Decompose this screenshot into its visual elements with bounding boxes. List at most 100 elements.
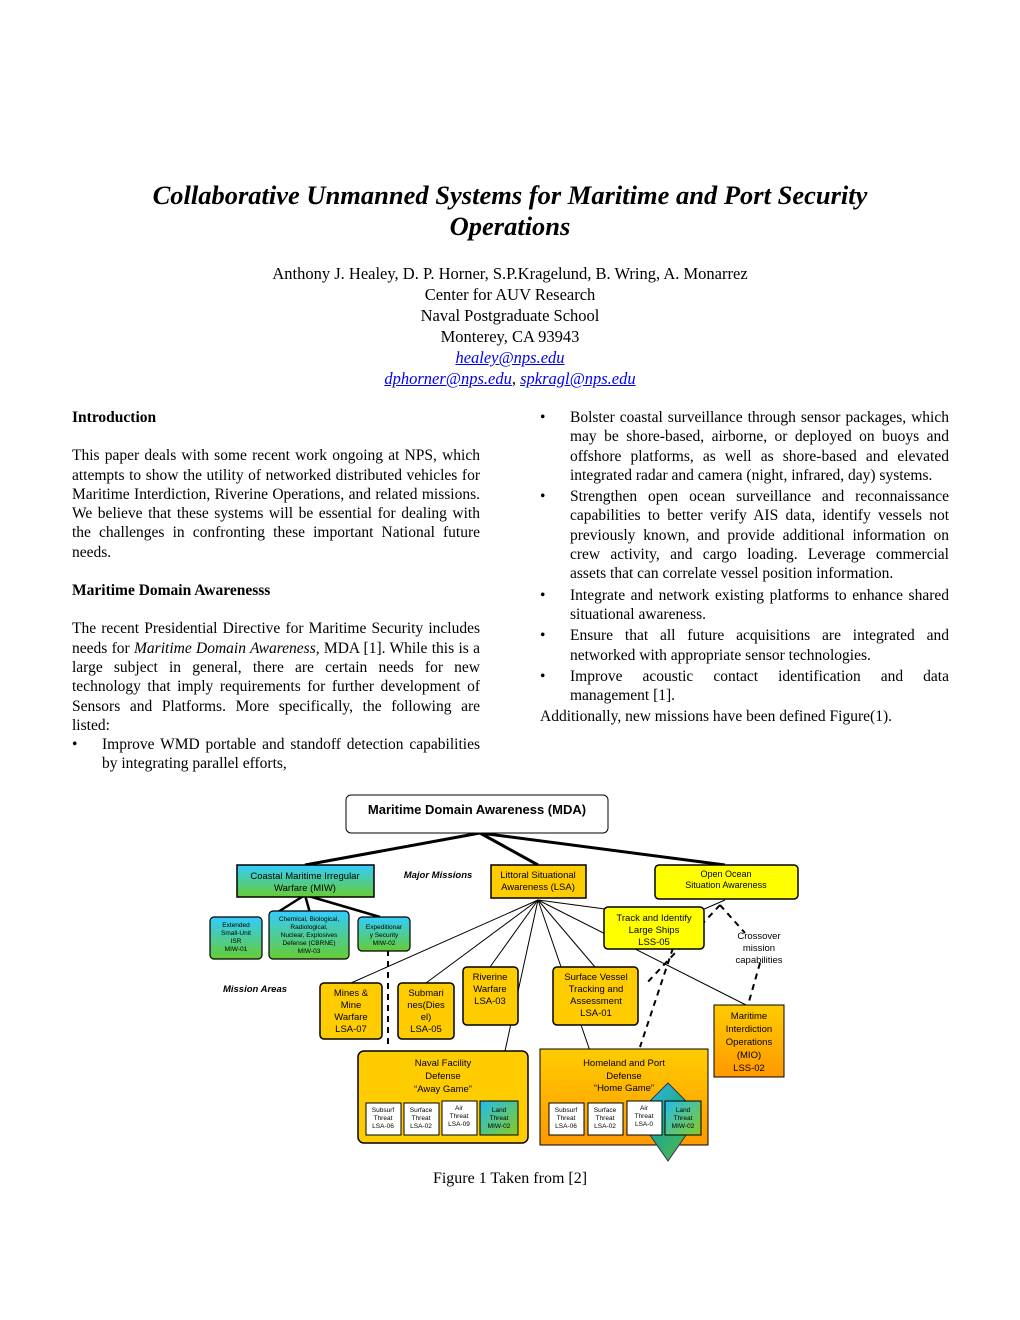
svg-text:Chemical, Biological,: Chemical, Biological,	[279, 916, 340, 923]
lsa07-node-box	[319, 982, 383, 1040]
svg-text:Radiological,: Radiological,	[290, 924, 327, 931]
list-item: •Strengthen open ocean surveillance and …	[540, 487, 949, 583]
lss05-node-box	[603, 906, 705, 950]
svg-text:LSA-06: LSA-06	[555, 1123, 577, 1130]
miw03-node-box	[268, 910, 350, 960]
home-threat-boxes	[548, 1100, 702, 1136]
oosa-node-box	[654, 864, 799, 900]
lsa-node-label-2: Awareness (LSA)	[501, 882, 575, 893]
major-missions-label: Major Missions	[404, 870, 473, 881]
lsa07-node-text: Mines & Mine Warfare LSA-07	[334, 988, 369, 1035]
paragraph-mda-part1: The recent Presidential Directive for Ma…	[72, 620, 480, 657]
left-column: Introduction This paper deals with some …	[72, 408, 480, 774]
email-link-horner[interactable]: dphorner@nps.edu	[384, 369, 512, 388]
svg-text:Assessment: Assessment	[570, 996, 622, 1007]
bullet-icon: •	[540, 586, 546, 604]
title-line-1: Collaborative Unmanned Systems for Marit…	[152, 180, 868, 210]
svg-text:LSS-02: LSS-02	[733, 1063, 765, 1074]
crossover-dashed-lines	[387, 904, 761, 1048]
lsa-node-box	[490, 864, 587, 899]
lsa01-node-text: Surface Vessel Tracking and Assessment L…	[564, 972, 627, 1019]
svg-text:el): el)	[421, 1012, 432, 1023]
svg-text:ISR: ISR	[231, 938, 242, 945]
crossover-label: Crossover mission capabilities	[736, 931, 783, 966]
affiliation-address: Monterey, CA 93943	[440, 327, 580, 346]
svg-text:Large Ships: Large Ships	[629, 925, 680, 936]
svg-text:Air: Air	[455, 1105, 464, 1112]
svg-text:“Away Game”: “Away Game”	[414, 1084, 472, 1095]
svg-text:MIW-02: MIW-02	[488, 1123, 511, 1130]
svg-text:Surface: Surface	[410, 1107, 433, 1114]
svg-text:LSA-05: LSA-05	[410, 1024, 442, 1035]
mio-node-text: Maritime Interdiction Operations (MIO) L…	[726, 1011, 773, 1074]
email-link-healey[interactable]: healey@nps.edu	[455, 348, 565, 367]
list-item: •Bolster coastal surveillance through se…	[540, 408, 949, 485]
root-node-label: Maritime Domain Awareness (MDA)	[368, 802, 586, 817]
miw-node-label-1: Coastal Maritime Irregular	[250, 871, 359, 882]
bullet-icon: •	[72, 736, 78, 754]
miw-node-box	[236, 864, 375, 898]
email-link-kragelund[interactable]: spkragl@nps.edu	[520, 369, 636, 388]
bullet-text: Improve acoustic contact identification …	[570, 667, 949, 705]
svg-text:Tracking and: Tracking and	[569, 984, 624, 995]
list-item: •Improve acoustic contact identification…	[540, 667, 949, 706]
bullet-text: Ensure that all future acquisitions are …	[570, 627, 949, 664]
naval-facility-text: Naval Facility Defense “Away Game”	[414, 1058, 472, 1095]
lsa03-node-box	[462, 966, 519, 1026]
homeland-defense-text: Homeland and Port Defense “Home Game”	[583, 1058, 665, 1094]
svg-text:Defense: Defense	[425, 1071, 460, 1082]
svg-text:Interdiction: Interdiction	[726, 1024, 772, 1035]
svg-text:LSA-01: LSA-01	[580, 1008, 612, 1019]
svg-text:Naval Facility: Naval Facility	[415, 1058, 472, 1069]
svg-text:LSA-09: LSA-09	[448, 1121, 470, 1128]
svg-text:Track and Identify: Track and Identify	[616, 913, 691, 924]
svg-text:Land: Land	[492, 1107, 507, 1114]
lss05-node-text: Track and Identify Large Ships LSS-05	[616, 913, 691, 948]
svg-text:MIW-03: MIW-03	[298, 948, 321, 955]
oosa-node-label-2: Situation Awareness	[685, 880, 767, 890]
list-item: • Ensure that all future acquisitions are…	[540, 626, 949, 665]
oosa-node-label-1: Open Ocean	[700, 869, 751, 879]
svg-text:(MIO): (MIO)	[737, 1050, 761, 1061]
paragraph-introduction: This paper deals with some recent work o…	[72, 447, 480, 561]
svg-text:LSA-06: LSA-06	[372, 1123, 394, 1130]
author-block: Anthony J. Healey, D. P. Horner, S.P.Kra…	[60, 263, 960, 389]
right-bullet-list: •Bolster coastal surveillance through se…	[540, 408, 949, 705]
svg-text:Riverine: Riverine	[473, 972, 508, 983]
mda-diagram-svg: Maritime Domain Awareness (MDA) Coastal …	[209, 794, 799, 1162]
svg-text:Threat: Threat	[374, 1115, 393, 1122]
bullet-text: Integrate and network existing platforms…	[570, 586, 949, 623]
mio-node-box	[713, 1004, 785, 1078]
svg-text:Land: Land	[676, 1107, 691, 1114]
svg-text:Small-Unit: Small-Unit	[221, 930, 251, 937]
figure-mda-diagram: Maritime Domain Awareness (MDA) Coastal …	[200, 785, 820, 1165]
bullet-icon: •	[540, 627, 546, 645]
svg-text:Threat: Threat	[557, 1115, 576, 1122]
paragraph-figure-reference: Additionally, new missions have been def…	[540, 708, 892, 726]
connector-lines	[269, 831, 751, 1052]
affiliation-school: Naval Postgraduate School	[420, 306, 600, 325]
author-names: Anthony J. Healey, D. P. Horner, S.P.Kra…	[272, 264, 748, 283]
svg-text:y Security: y Security	[370, 932, 399, 939]
naval-threat-boxes	[365, 1100, 519, 1136]
svg-text:Air: Air	[640, 1105, 649, 1112]
right-column: •Bolster coastal surveillance through se…	[540, 408, 949, 727]
svg-text:Maritime: Maritime	[731, 1011, 767, 1022]
svg-text:Submari: Submari	[408, 988, 443, 999]
svg-text:Threat: Threat	[635, 1113, 654, 1120]
svg-text:Threat: Threat	[490, 1115, 509, 1122]
naval-threat-labels: Subsurf Threat LSA-06 Surface Threat LSA…	[372, 1105, 511, 1130]
bullet-text: Strengthen open ocean surveillance and r…	[570, 488, 949, 583]
paper-title: Collaborative Unmanned Systems for Marit…	[60, 180, 960, 242]
svg-text:Subsurf: Subsurf	[372, 1107, 395, 1114]
svg-text:Defense (CBRNE): Defense (CBRNE)	[282, 940, 335, 947]
figure-caption: Figure 1 Taken from [2]	[432, 1170, 588, 1187]
email-separator: ,	[511, 369, 521, 388]
lsa-node-label-1: Littoral Situational	[500, 870, 576, 881]
svg-text:“Home Game”: “Home Game”	[594, 1083, 654, 1094]
heading-introduction: Introduction	[72, 409, 157, 426]
svg-text:nes(Dies: nes(Dies	[407, 1000, 445, 1011]
svg-text:MIW-02: MIW-02	[373, 940, 396, 947]
miw03-node-text: Chemical, Biological, Radiological, Nucl…	[279, 916, 340, 955]
svg-text:Crossover: Crossover	[737, 931, 780, 942]
